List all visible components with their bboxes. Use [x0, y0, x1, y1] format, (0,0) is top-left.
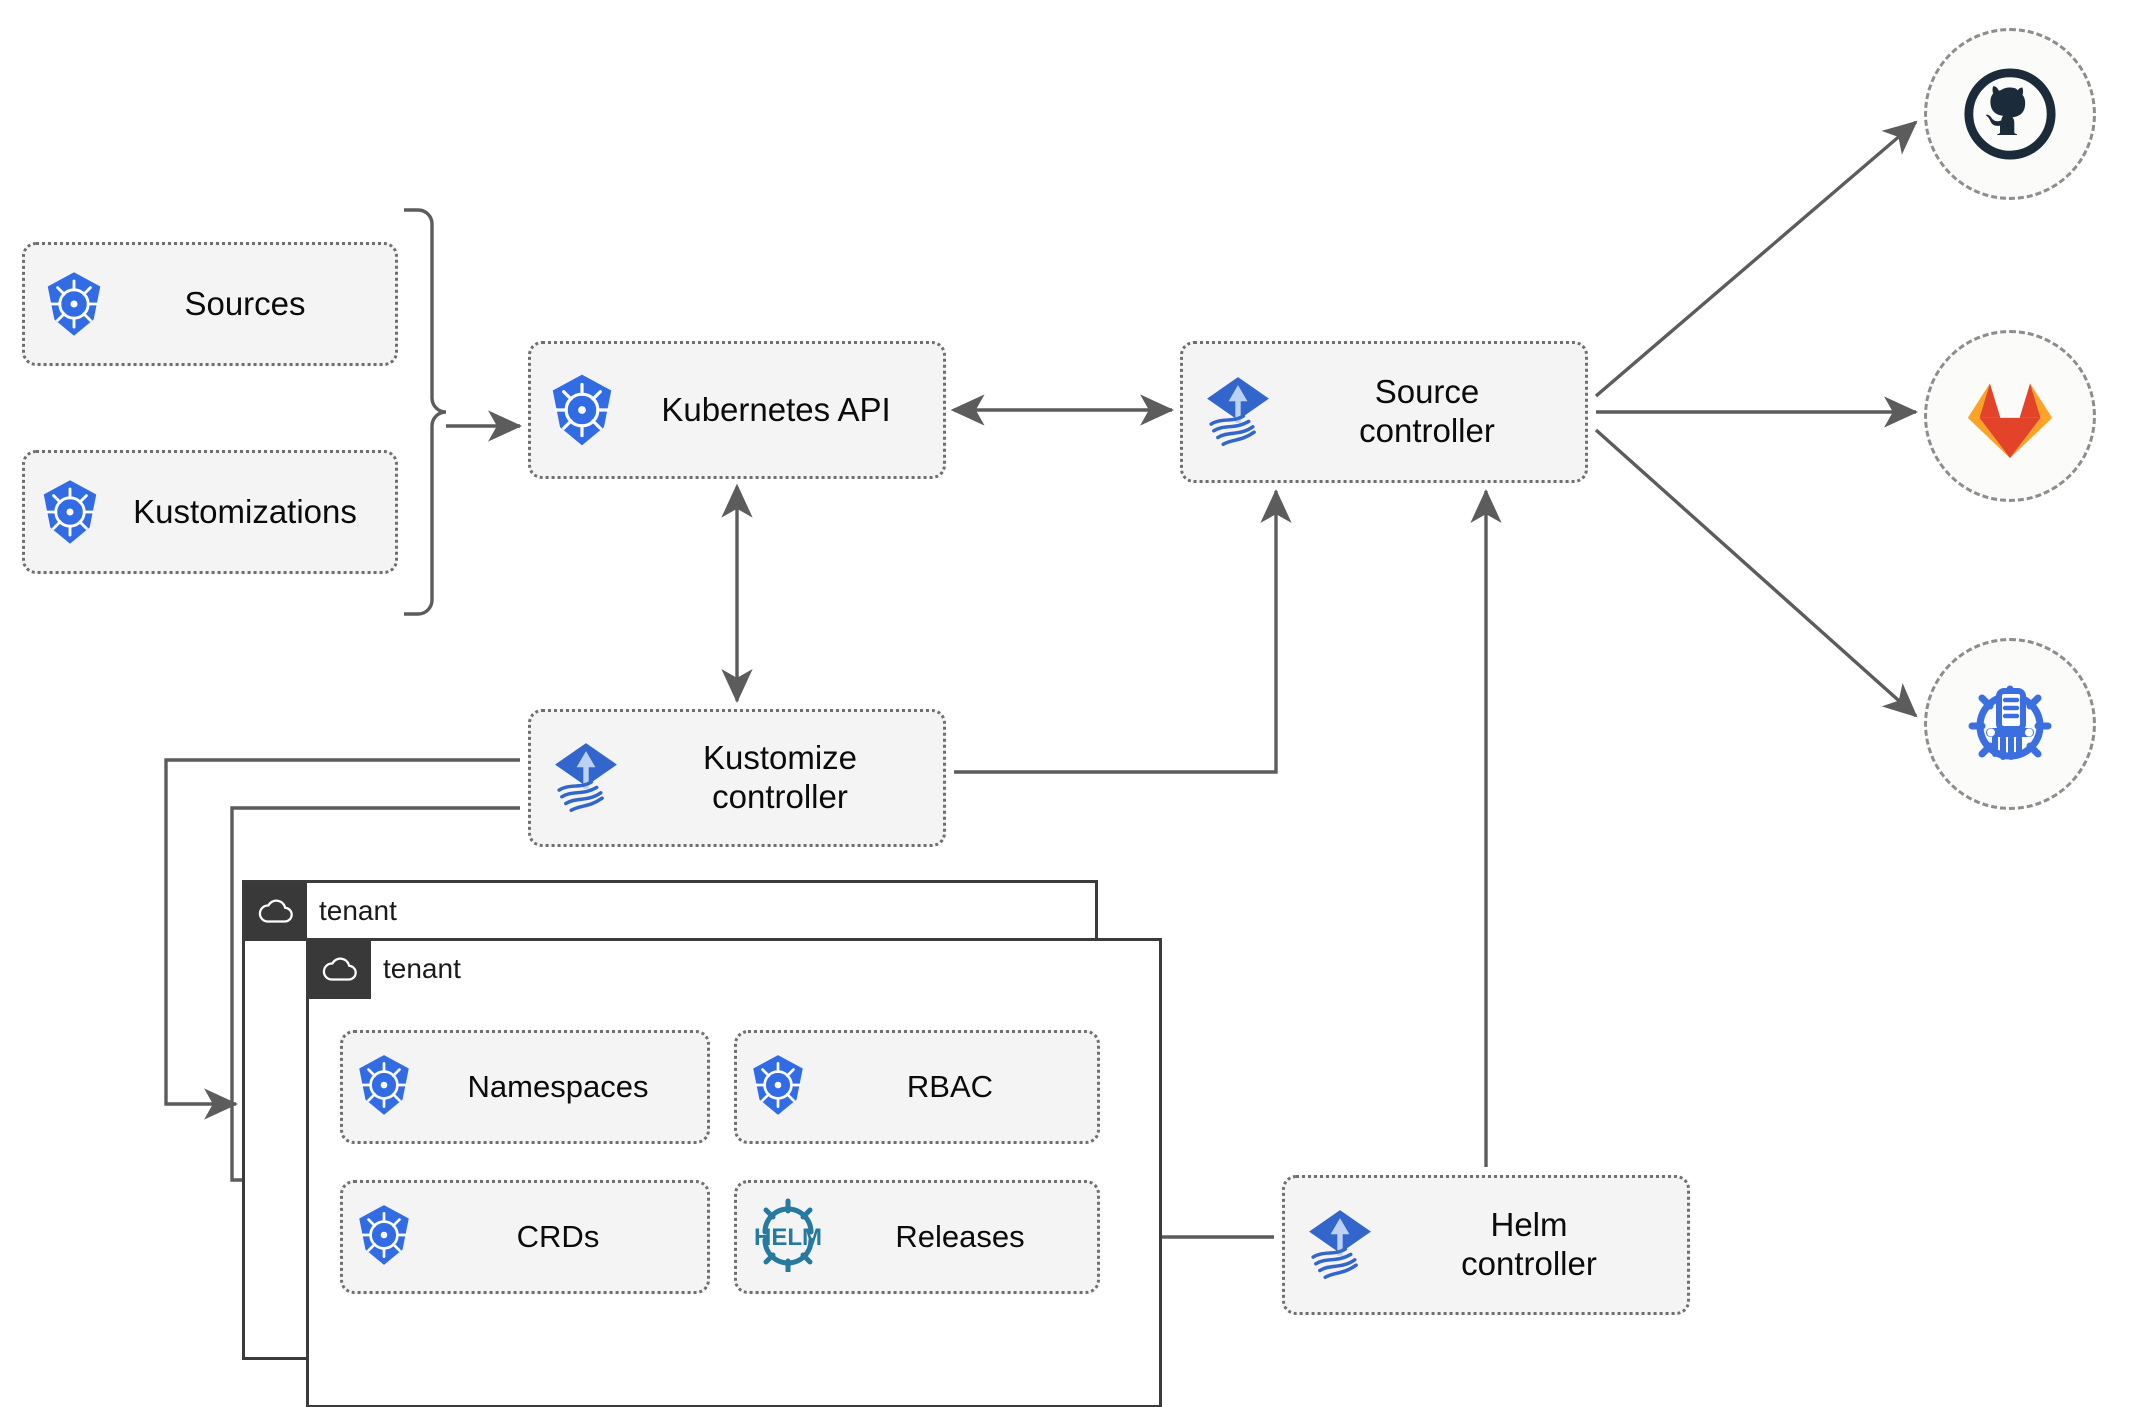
kubernetes-icon [35, 477, 105, 547]
provider-bucket[interactable] [1924, 638, 2096, 810]
flux-icon [1195, 369, 1281, 455]
node-label: Kustomizations [133, 492, 357, 530]
flux-icon [543, 735, 629, 821]
cloud-icon [245, 883, 307, 941]
tile-rbac[interactable]: RBAC [734, 1030, 1100, 1144]
node-label: Sources [184, 284, 306, 322]
gitlab-icon [1967, 383, 2053, 459]
tenant-label: tenant [319, 895, 397, 926]
node-label: Helm controller [1461, 1206, 1597, 1282]
node-sources[interactable]: Sources [22, 242, 398, 366]
provider-gitlab[interactable] [1924, 330, 2096, 502]
tile-crds[interactable]: CRDs [340, 1180, 710, 1294]
provider-github[interactable] [1924, 28, 2096, 200]
tile-label: CRDs [516, 1219, 600, 1254]
svg-text:HELM: HELM [754, 1224, 822, 1251]
cloud-icon [309, 941, 371, 999]
node-helm-controller[interactable]: Helm controller [1282, 1175, 1690, 1315]
kubernetes-icon [543, 371, 621, 449]
node-kubernetes-api[interactable]: Kubernetes API [528, 341, 946, 479]
tile-label: Releases [895, 1219, 1025, 1254]
tenant-panel-front[interactable]: tenant [306, 938, 1162, 1407]
flux-icon [1297, 1202, 1383, 1288]
tile-label: Namespaces [467, 1069, 649, 1104]
tile-namespaces[interactable]: Namespaces [340, 1030, 710, 1144]
node-label: Source controller [1359, 373, 1495, 449]
tenant-label: tenant [383, 953, 461, 984]
node-label: Kustomize controller [702, 739, 858, 815]
node-label: Kubernetes API [661, 390, 891, 428]
node-source-controller[interactable]: Source controller [1180, 341, 1588, 483]
github-icon [1964, 68, 2056, 160]
tile-label: RBAC [906, 1069, 994, 1104]
kubernetes-icon [351, 1052, 417, 1123]
kubernetes-icon [39, 269, 109, 339]
node-kustomize-controller[interactable]: Kustomize controller [528, 709, 946, 847]
node-kustomizations[interactable]: Kustomizations [22, 450, 398, 574]
helm-icon: HELM [745, 1198, 831, 1277]
tile-releases[interactable]: HELM Releases [734, 1180, 1100, 1294]
kubernetes-icon [745, 1052, 811, 1123]
kubernetes-icon [351, 1202, 417, 1273]
bucket-icon [1968, 685, 2052, 760]
